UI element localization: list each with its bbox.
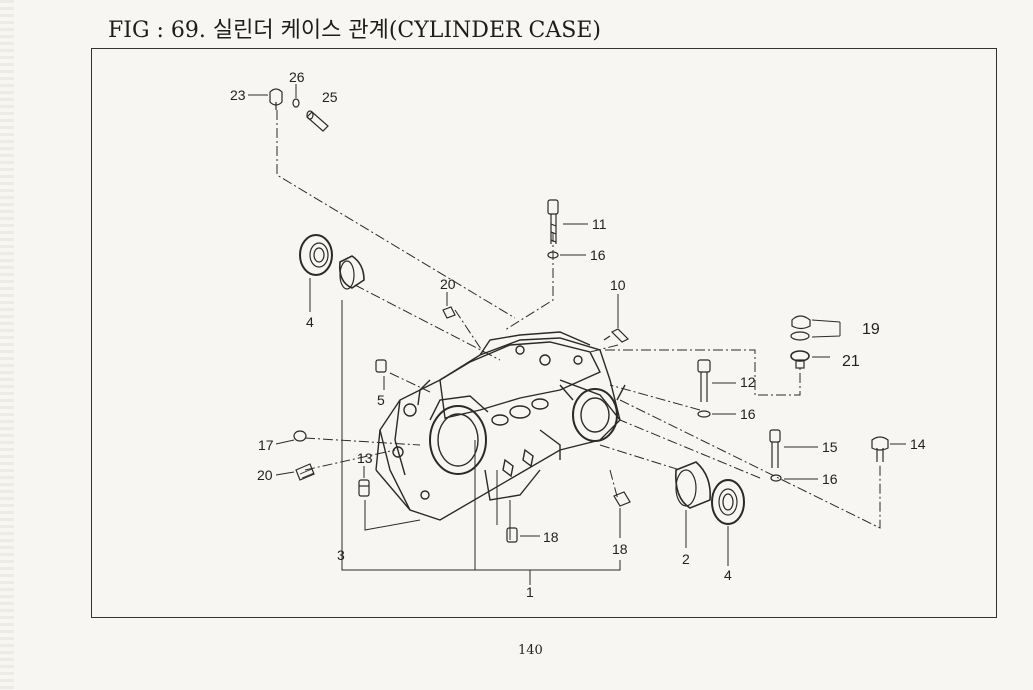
callout-18-right: 18 <box>612 541 628 557</box>
washer-16a-part <box>547 251 559 259</box>
callout-3: 3 <box>337 547 345 563</box>
callout-26: 26 <box>289 69 305 85</box>
figure-title: FIG : 69. 실린더 케이스 관계(CYLINDER CASE) <box>108 18 601 43</box>
plug-18a-part <box>506 527 518 543</box>
scan-edge <box>0 0 14 690</box>
callout-1: 1 <box>526 584 534 600</box>
callout-21: 21 <box>842 353 860 370</box>
callout-19: 19 <box>862 321 880 338</box>
plug-5-part <box>375 359 387 373</box>
plug-13-part <box>358 479 370 497</box>
plug-18b-part <box>613 491 631 507</box>
bolt-11-part <box>547 199 559 244</box>
callout-10: 10 <box>610 277 626 293</box>
callout-4-left: 4 <box>306 314 314 330</box>
callout-15: 15 <box>822 439 838 455</box>
fitting-21-part <box>790 350 810 369</box>
pin-25-part <box>306 110 329 132</box>
washer-16b-part <box>697 410 711 418</box>
callout-20-top: 20 <box>440 276 456 292</box>
callout-18-center: 18 <box>543 529 559 545</box>
oil-seal-4-left <box>299 234 333 276</box>
callout-12: 12 <box>740 374 756 390</box>
callout-13: 13 <box>357 450 373 466</box>
callout-25: 25 <box>322 89 338 105</box>
callout-1-bracket <box>341 300 621 585</box>
callout-ticks <box>248 84 906 566</box>
pin-23-part <box>269 88 283 110</box>
cylinder-case-body <box>375 331 626 521</box>
callout-17: 17 <box>258 437 274 453</box>
callout-14: 14 <box>910 436 926 452</box>
callout-20-left: 20 <box>257 467 273 483</box>
callout-5: 5 <box>377 392 385 408</box>
page-number: 140 <box>518 643 543 658</box>
cap-19-part <box>790 315 811 341</box>
diagram-frame <box>91 48 997 618</box>
callout-23: 23 <box>230 87 246 103</box>
plug-20a-part <box>442 306 456 319</box>
oil-seal-4-right <box>711 479 745 525</box>
callout-16-low: 16 <box>822 471 838 487</box>
washer-16c-part <box>770 474 782 482</box>
callout-16-mid: 16 <box>740 406 756 422</box>
bearing-3-part <box>338 255 365 290</box>
bolt-14-part <box>871 436 889 462</box>
screw-10-part <box>603 328 630 343</box>
callout-4-right: 4 <box>724 567 732 583</box>
plug-20b-part <box>295 463 315 481</box>
o-ring-17-part <box>293 430 307 442</box>
bolt-15-part <box>769 429 781 468</box>
leader-lines <box>276 110 881 529</box>
bolt-12-part <box>697 359 711 402</box>
washer-26-part <box>292 98 300 108</box>
callout-11: 11 <box>592 216 607 232</box>
callout-16-top: 16 <box>590 247 606 263</box>
bearing-2-part <box>674 461 712 509</box>
callout-2: 2 <box>682 551 690 567</box>
